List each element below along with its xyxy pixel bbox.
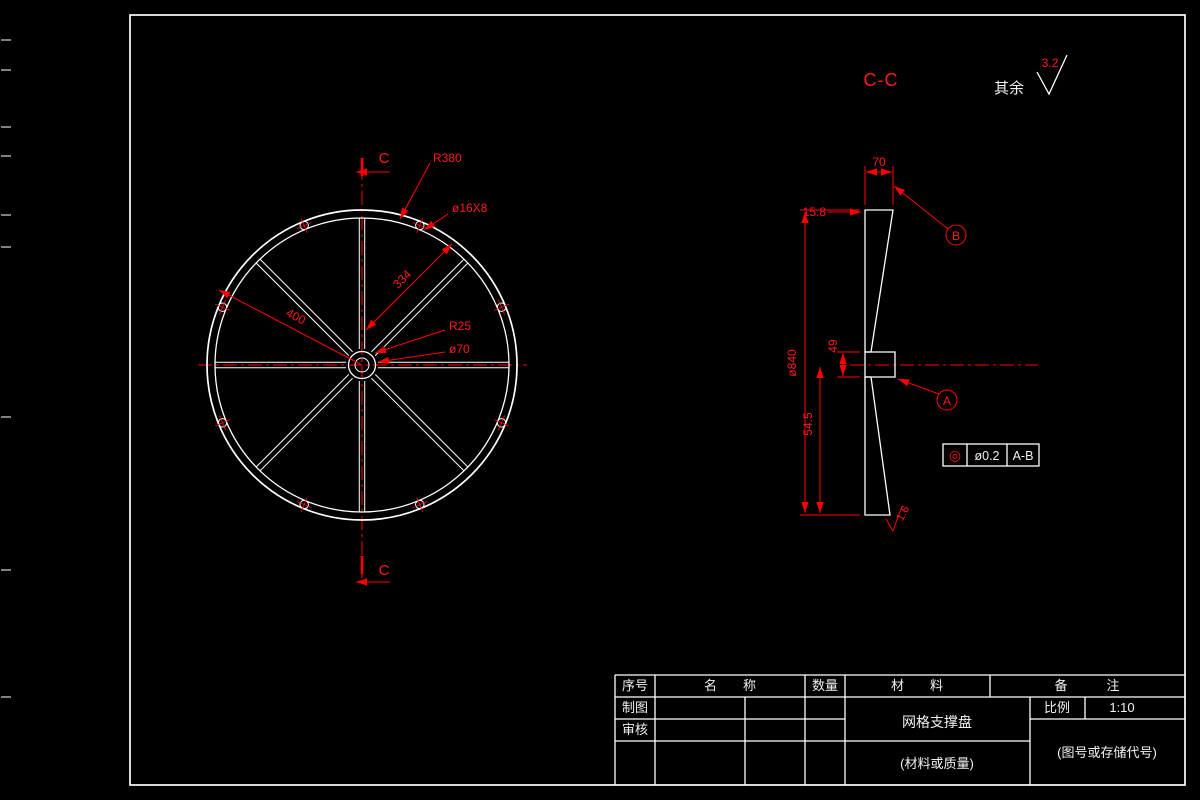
datum-a: A: [897, 378, 958, 411]
section-view-title: C-C: [864, 70, 899, 90]
dim-r25-label: R25: [449, 319, 471, 333]
code-note: (图号或存储代号): [1057, 745, 1157, 760]
feature-control-frame: ◎ ø0.2 A-B: [942, 443, 1040, 467]
section-cut-marks: C C: [356, 150, 390, 586]
part-name: 网格支撑盘: [902, 714, 972, 730]
dim-70-label: 70: [872, 155, 886, 169]
section-view: C-C 70 15.8 ø840 49 54.5: [785, 70, 1040, 533]
dim-holes-label: ø16X8: [452, 201, 488, 215]
fcf-tolerance: ø0.2: [974, 449, 999, 463]
scale-value: 1:10: [1109, 700, 1134, 715]
dim-d70-label: ø70: [449, 342, 470, 356]
section-hub: [864, 351, 896, 378]
dim-49-label: 49: [826, 339, 840, 353]
datum-b: B: [893, 185, 967, 246]
col-material-header: 材 料: [891, 678, 943, 693]
section-dimensions: 70 15.8 ø840 49 54.5 1.6: [785, 155, 912, 533]
fcf-datums: A-B: [1013, 449, 1034, 463]
roughness-symbol-bottom: [885, 505, 903, 533]
material-note: (材料或质量): [900, 756, 974, 771]
dim-158-label: 15.8: [803, 205, 827, 219]
row-checked-label: 审核: [622, 722, 648, 737]
title-block: 序号 名 称 数量 材 料 备 注 制图 审核 网格支撑盘 (材料或质量) 比例…: [614, 674, 1185, 785]
dim-d840-label: ø840: [785, 349, 799, 377]
datum-a-label: A: [943, 394, 951, 408]
drawing-frame: [129, 14, 1186, 786]
roughness-value: 3.2: [1042, 56, 1059, 70]
col-remark-header: 备 注: [1054, 678, 1119, 693]
datum-b-circle: [945, 224, 967, 246]
datum-a-circle: [936, 389, 958, 411]
scale-label: 比例: [1044, 700, 1070, 715]
edge-marks: [1, 39, 11, 698]
general-roughness-note: 其余 3.2: [994, 54, 1068, 97]
section-label-bottom: C: [379, 562, 390, 579]
section-label-top: C: [379, 150, 390, 167]
section-lower-web: [864, 376, 891, 516]
hub-bore-circle: [354, 357, 370, 373]
roughness-symbol-icon: [1036, 54, 1068, 96]
dim-r380-label: R380: [433, 151, 462, 165]
row-drawn-label: 制图: [622, 700, 648, 715]
fcf-symbol: ◎: [949, 447, 961, 463]
datum-b-label: B: [952, 229, 960, 243]
col-qty-header: 数量: [812, 678, 838, 693]
col-name-header: 名 称: [704, 678, 756, 693]
roughness-prefix: 其余: [994, 79, 1024, 97]
col-index-header: 序号: [622, 678, 648, 693]
inner-rim-circle: [214, 217, 510, 513]
dim-545-label: 54.5: [801, 412, 815, 436]
outer-rim-circle: [206, 209, 518, 521]
hub-outer-circle: [347, 350, 377, 380]
title-block-grid: [614, 674, 1185, 785]
